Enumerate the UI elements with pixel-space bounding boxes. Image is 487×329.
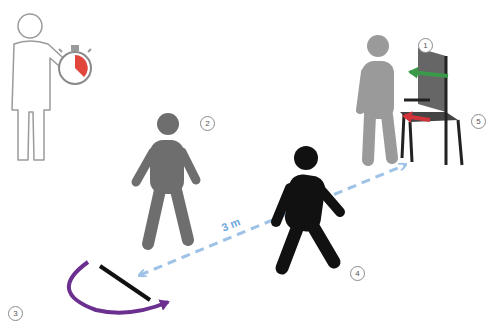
chair [400, 48, 462, 165]
person-walking-back [276, 146, 340, 268]
stopwatch [59, 45, 91, 84]
turn-arc [69, 262, 168, 313]
rise-arrow [410, 72, 448, 76]
dimension-label: 3 m [220, 215, 242, 233]
callout-number: 1 [418, 38, 433, 53]
turn-line [100, 266, 150, 300]
observer-figure [12, 14, 72, 160]
callout-number: 3 [8, 306, 23, 321]
callout-number: 2 [200, 116, 215, 131]
person-standing-up [360, 35, 394, 160]
distance-line [140, 165, 405, 275]
callout-number: 4 [350, 266, 365, 281]
callout-number: 5 [471, 114, 486, 129]
sit-arrow [404, 116, 430, 120]
person-walking-away [136, 113, 196, 244]
